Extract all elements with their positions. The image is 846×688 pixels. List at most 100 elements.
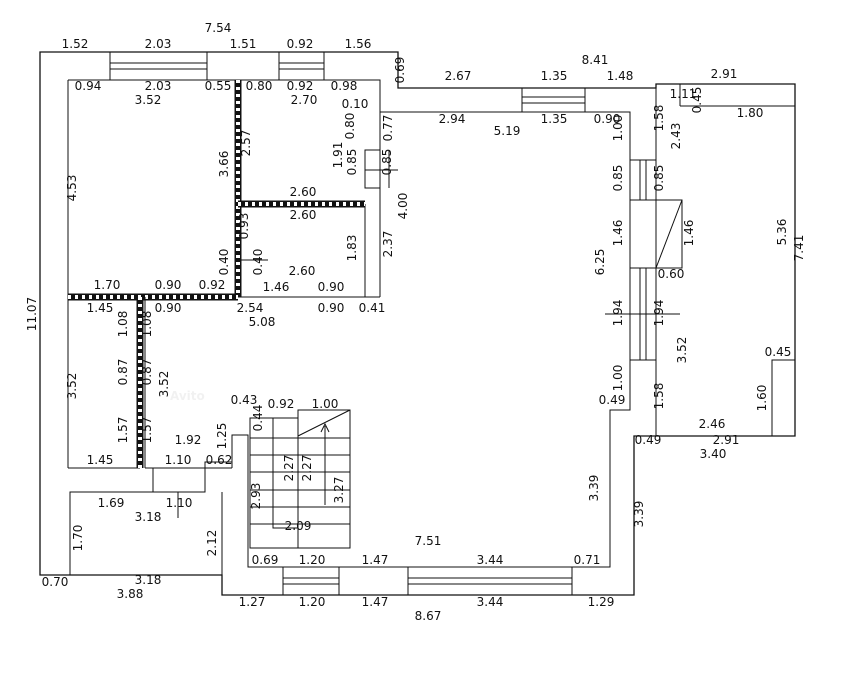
dimension-label: 8.67 xyxy=(415,609,442,623)
staircase xyxy=(249,409,351,549)
dimension-label: 3.44 xyxy=(477,595,504,609)
dimension-label: 1.56 xyxy=(345,37,372,51)
dimension-label: 1.52 xyxy=(62,37,89,51)
dimension-label: 5.36 xyxy=(775,219,789,246)
dimension-label: 1.70 xyxy=(71,525,85,552)
left-rooms xyxy=(68,112,381,575)
dimension-label: 3.52 xyxy=(65,373,79,400)
dimension-label: 1.48 xyxy=(607,69,634,83)
dimension-label: 0.55 xyxy=(205,79,232,93)
dimension-label: 3.52 xyxy=(157,371,171,398)
right-room xyxy=(655,199,796,437)
dimension-label: 0.98 xyxy=(331,79,358,93)
dimension-label: 3.66 xyxy=(217,151,231,178)
dimension-label: 0.80 xyxy=(246,79,273,93)
dimension-label: 0.92 xyxy=(287,79,314,93)
dimension-label: 1.60 xyxy=(755,385,769,412)
dimension-label: 8.41 xyxy=(582,53,609,67)
dimension-label: 0.90 xyxy=(318,301,345,315)
dimension-label: 1.94 xyxy=(652,300,666,327)
dimension-label: 2.43 xyxy=(669,123,683,150)
dimension-label: 0.43 xyxy=(231,393,258,407)
dimension-label: 1.08 xyxy=(116,311,130,338)
dimension-label: 7.41 xyxy=(792,235,806,262)
dimension-label: 1.58 xyxy=(652,105,666,132)
dimension-label: 1.08 xyxy=(140,311,154,338)
dimension-label: 1.00 xyxy=(312,397,339,411)
dimension-label: 1.91 xyxy=(331,142,345,169)
dimension-label: 1.94 xyxy=(611,300,625,327)
dimension-label: 0.69 xyxy=(393,57,407,84)
dimension-label: 5.08 xyxy=(249,315,276,329)
dimension-label: 0.92 xyxy=(268,397,295,411)
dimension-label: 1.47 xyxy=(362,595,389,609)
dimension-label: 0.40 xyxy=(251,249,265,276)
dimension-label: 0.10 xyxy=(342,97,369,111)
dimension-label: 0.45 xyxy=(690,87,704,114)
dimension-label: 1.35 xyxy=(541,112,568,126)
dimension-label: 1.00 xyxy=(611,365,625,392)
dimension-label: 2.94 xyxy=(439,112,466,126)
dimension-label: 2.57 xyxy=(239,130,253,157)
dimension-label: 2.91 xyxy=(711,67,738,81)
dimension-label: 3.18 xyxy=(135,510,162,524)
dimension-label: 4.00 xyxy=(396,193,410,220)
dimension-label: 0.94 xyxy=(75,79,102,93)
dimension-label: 2.93 xyxy=(249,483,263,510)
dimension-label: 0.40 xyxy=(217,249,231,276)
dimension-label: 0.87 xyxy=(116,359,130,386)
dimension-label: 0.90 xyxy=(318,280,345,294)
dimension-label: 0.62 xyxy=(206,453,233,467)
dimension-label: 7.51 xyxy=(415,534,442,548)
dimension-label: 0.70 xyxy=(42,575,69,589)
dimension-label: 1.27 xyxy=(239,595,266,609)
dimension-label: 2.60 xyxy=(289,264,316,278)
dimension-label: 0.71 xyxy=(574,553,601,567)
dimension-label: 1.47 xyxy=(362,553,389,567)
dimension-label: 3.39 xyxy=(632,501,646,528)
dimension-label: 2.91 xyxy=(713,433,740,447)
dimension-label: 1.00 xyxy=(611,115,625,142)
dimension-label: 7.54 xyxy=(205,21,232,35)
dimension-label: 3.18 xyxy=(135,573,162,587)
dimension-label: 3.52 xyxy=(675,337,689,364)
dimension-label: 1.20 xyxy=(299,553,326,567)
dimension-label: 0.92 xyxy=(199,278,226,292)
dimension-label: 1.57 xyxy=(140,417,154,444)
dimension-label: 1.46 xyxy=(611,220,625,247)
dimension-label: 0.85 xyxy=(380,149,394,176)
dimension-label: 2.46 xyxy=(699,417,726,431)
dimension-label: 2.12 xyxy=(205,530,219,557)
dimension-label: 2.60 xyxy=(290,185,317,199)
dimension-label: 1.46 xyxy=(263,280,290,294)
dimension-label: 3.52 xyxy=(135,93,162,107)
dimension-label: 3.39 xyxy=(587,475,601,502)
dimension-label: 0.45 xyxy=(765,345,792,359)
dimension-label: 1.25 xyxy=(215,423,229,450)
dimension-label: 1.83 xyxy=(345,235,359,262)
dimension-label: 3.44 xyxy=(477,553,504,567)
dimension-label: 0.85 xyxy=(611,165,625,192)
dimension-label: 1.10 xyxy=(166,496,193,510)
dimension-label: 2.37 xyxy=(381,231,395,258)
dimension-label: 2.60 xyxy=(290,208,317,222)
dimension-label: 1.69 xyxy=(98,496,125,510)
dimension-label: 0.90 xyxy=(155,301,182,315)
dimension-label: 0.93 xyxy=(237,213,251,240)
dimension-label: 1.10 xyxy=(165,453,192,467)
dimension-label: 0.49 xyxy=(599,393,626,407)
dimension-label: 1.80 xyxy=(737,106,764,120)
dimension-label: 0.49 xyxy=(635,433,662,447)
dimension-label: 0.92 xyxy=(287,37,314,51)
dimension-label: 0.85 xyxy=(345,149,359,176)
dimension-label: 6.25 xyxy=(593,249,607,276)
dimension-label: 0.90 xyxy=(155,278,182,292)
dimension-label: 1.29 xyxy=(588,595,615,609)
dimension-label: 1.70 xyxy=(94,278,121,292)
dimension-label: 0.44 xyxy=(251,405,265,432)
partition-walls xyxy=(68,80,365,468)
dimension-label: 0.69 xyxy=(252,553,279,567)
dimension-label: 0.41 xyxy=(359,301,386,315)
